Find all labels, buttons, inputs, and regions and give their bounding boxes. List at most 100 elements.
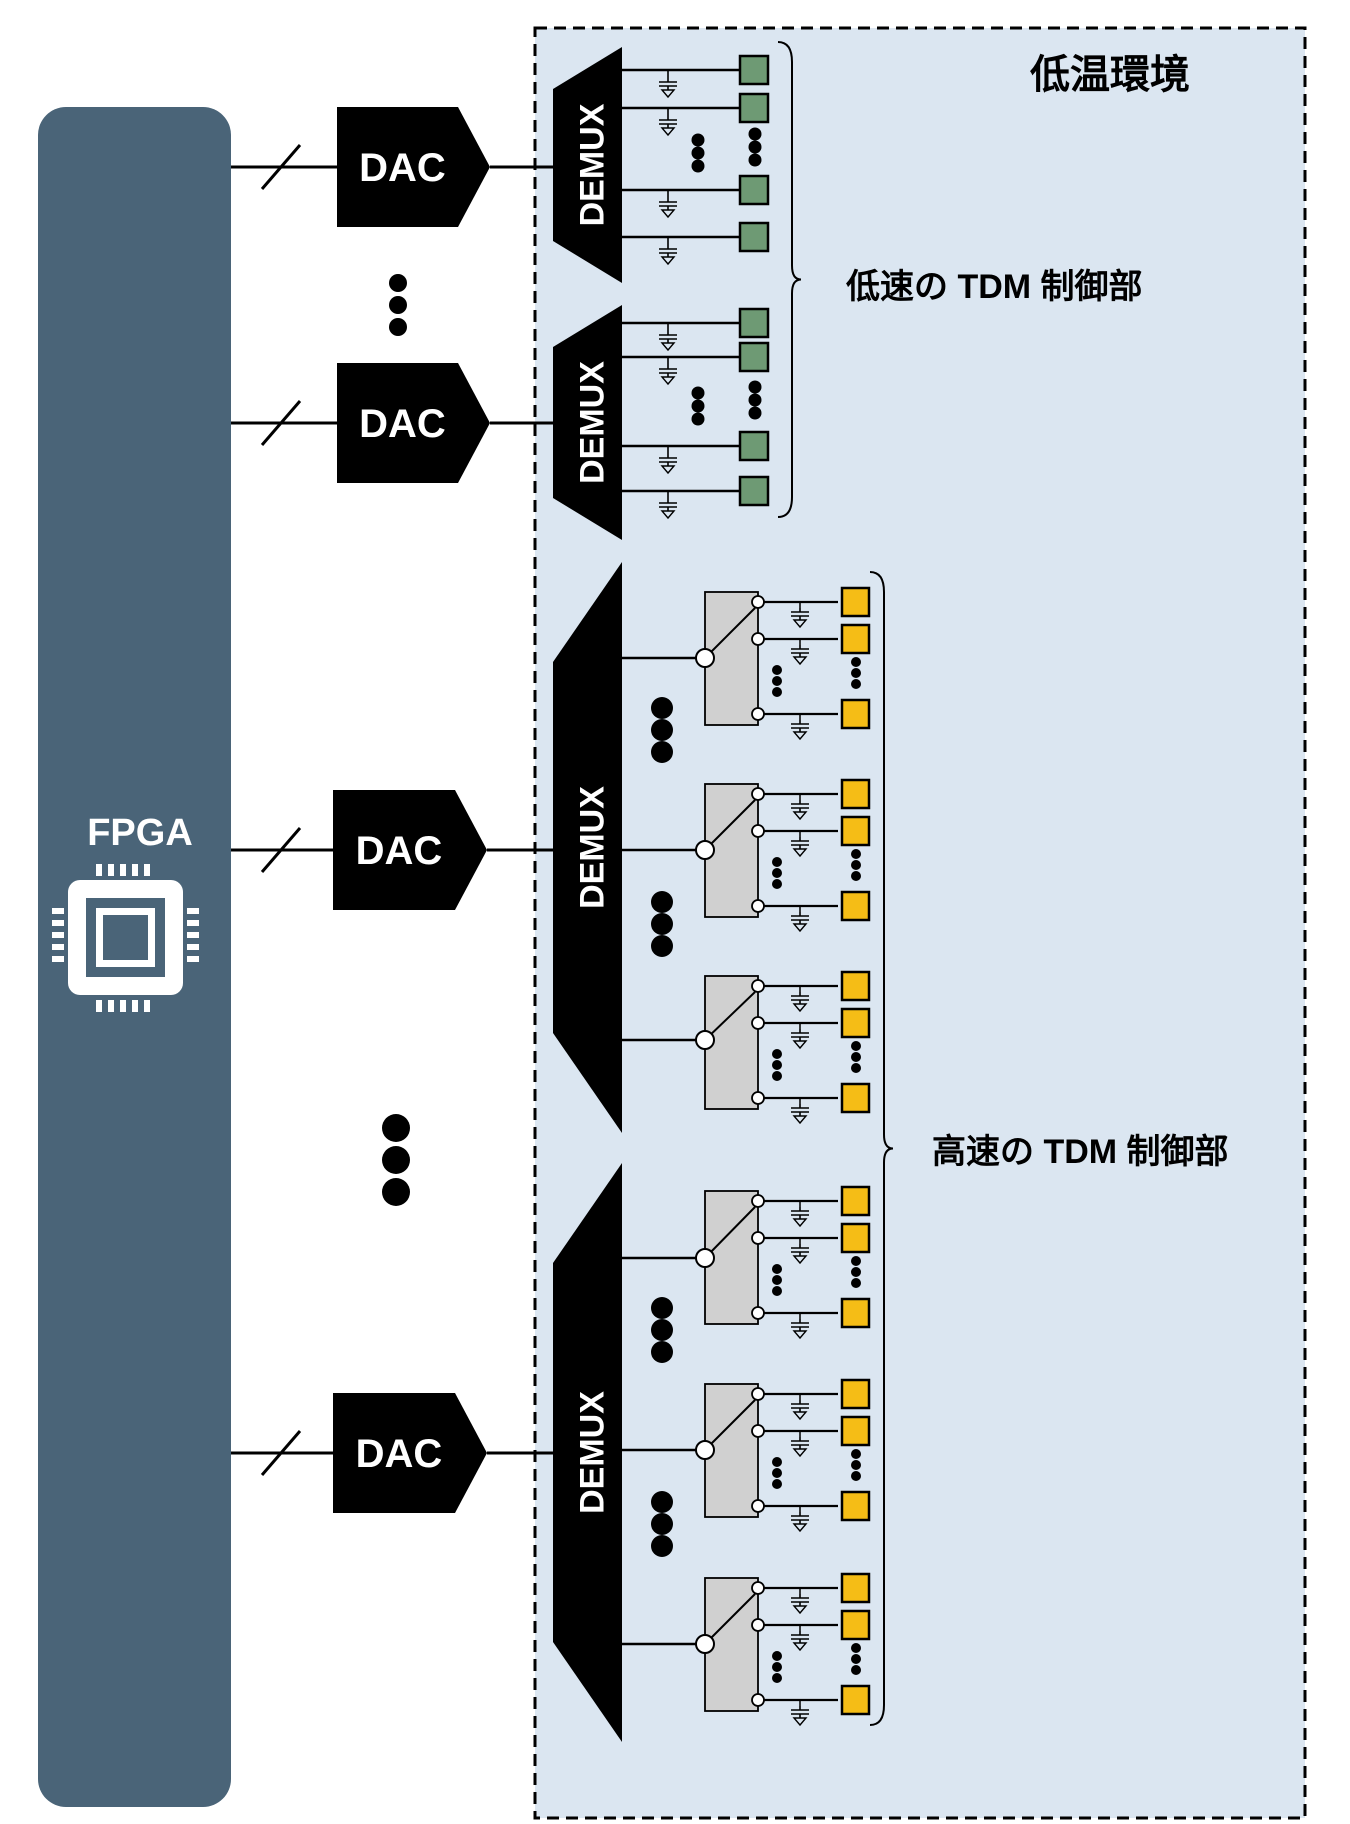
ellipsis-dot bbox=[382, 1178, 410, 1206]
slow-qubit-element bbox=[738, 221, 770, 253]
switch-contact bbox=[751, 1231, 765, 1245]
ellipsis-dot bbox=[772, 1264, 782, 1274]
ground-symbol-icon bbox=[791, 1631, 809, 1652]
ellipsis-dot bbox=[851, 1471, 861, 1481]
ellipsis-dot bbox=[772, 1662, 782, 1672]
vertical-ellipsis-icon bbox=[651, 1491, 673, 1557]
chip-pin bbox=[144, 864, 150, 876]
dac-label: DAC bbox=[359, 402, 446, 446]
ellipsis-dot bbox=[851, 1665, 861, 1675]
ground-symbol-icon bbox=[659, 78, 677, 99]
fast-qubit-element bbox=[840, 1082, 871, 1114]
dac-shape bbox=[333, 1393, 487, 1513]
fast-qubit-element bbox=[840, 698, 871, 730]
chip-pin bbox=[187, 932, 199, 938]
vertical-ellipsis-icon bbox=[851, 1643, 861, 1675]
switch-pivot bbox=[695, 1248, 715, 1268]
dac-shape bbox=[337, 363, 490, 483]
chip-pin bbox=[52, 944, 64, 950]
demux-block: DEMUX bbox=[553, 1163, 622, 1742]
ellipsis-dot bbox=[651, 741, 673, 763]
chip-pin bbox=[120, 1000, 126, 1012]
vertical-ellipsis-icon bbox=[851, 657, 861, 689]
demux-shape bbox=[553, 305, 622, 540]
ellipsis-dot bbox=[748, 406, 762, 420]
ellipsis-dot bbox=[772, 1060, 782, 1070]
fast-qubit-element bbox=[840, 815, 871, 847]
chip-pin bbox=[52, 908, 64, 914]
demux-shape bbox=[553, 562, 622, 1133]
vertical-ellipsis-icon bbox=[772, 857, 782, 889]
ellipsis-dot bbox=[851, 1063, 861, 1073]
ellipsis-dot bbox=[651, 913, 673, 935]
dac-shape bbox=[333, 790, 487, 910]
switch-contact bbox=[751, 1194, 765, 1208]
ground-symbol-icon bbox=[791, 608, 809, 629]
slow-qubit-element bbox=[738, 174, 770, 206]
chip-pin bbox=[187, 944, 199, 950]
ellipsis-dot bbox=[772, 1651, 782, 1661]
vertical-ellipsis-icon bbox=[691, 386, 705, 426]
vertical-ellipsis-icon bbox=[851, 849, 861, 881]
fpga-label: FPGA bbox=[87, 812, 193, 854]
switch-pivot bbox=[695, 1634, 715, 1654]
switch-unit bbox=[622, 1378, 871, 1533]
fast-qubit-element bbox=[840, 1684, 871, 1716]
chip-pin bbox=[96, 864, 102, 876]
switch-unit bbox=[622, 970, 871, 1125]
ellipsis-dot bbox=[851, 668, 861, 678]
ellipsis-dot bbox=[748, 393, 762, 407]
bus-width-slash bbox=[260, 400, 302, 446]
fast-qubit-element bbox=[840, 1007, 871, 1039]
ground-symbol-icon bbox=[791, 1437, 809, 1458]
slow-tdm-group-label: 低速の TDM 制御部 bbox=[846, 268, 1143, 306]
demux-shape bbox=[553, 47, 622, 283]
switch-contact bbox=[751, 1306, 765, 1320]
switch-contact bbox=[751, 707, 765, 721]
fast-demux-switch-group bbox=[622, 1185, 871, 1727]
ellipsis-dot bbox=[748, 140, 762, 154]
ellipsis-dot bbox=[772, 1457, 782, 1467]
ground-symbol-icon bbox=[791, 1706, 809, 1727]
fast-qubit-element bbox=[840, 1609, 871, 1641]
ground-symbol-icon bbox=[659, 198, 677, 219]
vertical-ellipsis-icon bbox=[691, 133, 705, 173]
dac-block: DAC bbox=[337, 107, 490, 227]
chip-icon bbox=[52, 864, 199, 1012]
switch-arm bbox=[704, 1399, 756, 1451]
ellipsis-dot bbox=[651, 935, 673, 957]
ground-symbol-icon bbox=[659, 365, 677, 386]
ellipsis-dot bbox=[748, 127, 762, 141]
fast-qubit-element bbox=[840, 586, 871, 618]
switch-pivot bbox=[695, 648, 715, 668]
ellipsis-dot bbox=[691, 386, 705, 400]
fast-qubit-element bbox=[840, 970, 871, 1002]
fast-qubit-element bbox=[840, 1572, 871, 1604]
switch-unit bbox=[622, 1572, 871, 1727]
ground-symbol-icon bbox=[791, 992, 809, 1013]
ground-symbol-icon bbox=[659, 454, 677, 475]
ellipsis-dot bbox=[772, 1049, 782, 1059]
slow-qubit-element bbox=[738, 475, 770, 507]
dac-block: DAC bbox=[333, 1393, 487, 1513]
cryogenic-region-label: 低温環境 bbox=[1030, 53, 1190, 97]
ellipsis-dot bbox=[651, 1535, 673, 1557]
ellipsis-dot bbox=[691, 159, 705, 173]
switch-contact bbox=[751, 632, 765, 646]
switch-arm bbox=[704, 799, 756, 851]
chip-pin bbox=[52, 932, 64, 938]
fast-qubit-element bbox=[840, 623, 871, 655]
demux-label: DEMUX bbox=[574, 1391, 612, 1514]
ground-symbol-icon bbox=[791, 720, 809, 741]
slow-demux-output-group bbox=[622, 54, 770, 266]
fast-qubit-element bbox=[840, 1222, 871, 1254]
fast-demux-switch-group bbox=[622, 586, 871, 1125]
ellipsis-dot bbox=[772, 868, 782, 878]
demux-label: DEMUX bbox=[574, 103, 612, 226]
ellipsis-dot bbox=[772, 857, 782, 867]
ellipsis-dot bbox=[691, 146, 705, 160]
ground-symbol-icon bbox=[791, 1319, 809, 1340]
ellipsis-dot bbox=[748, 380, 762, 394]
ground-symbol-icon bbox=[791, 1512, 809, 1533]
switch-arm bbox=[704, 1593, 756, 1645]
